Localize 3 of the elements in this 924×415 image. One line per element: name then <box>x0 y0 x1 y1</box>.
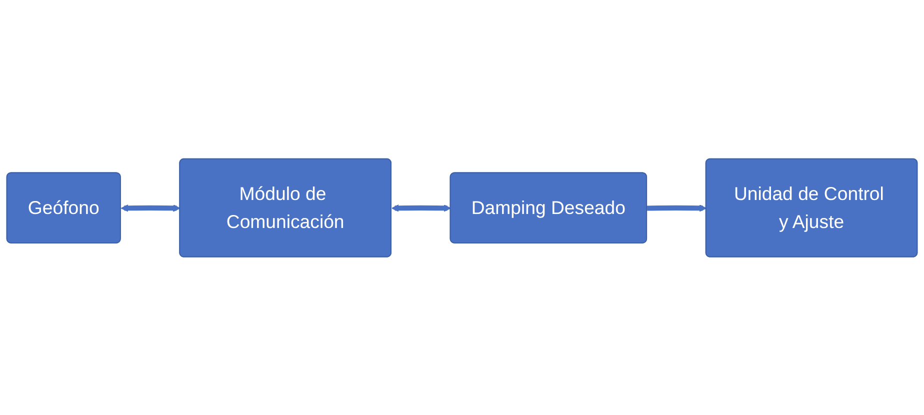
arrow <box>647 204 707 212</box>
arrow <box>120 204 180 212</box>
arrow <box>391 204 451 212</box>
